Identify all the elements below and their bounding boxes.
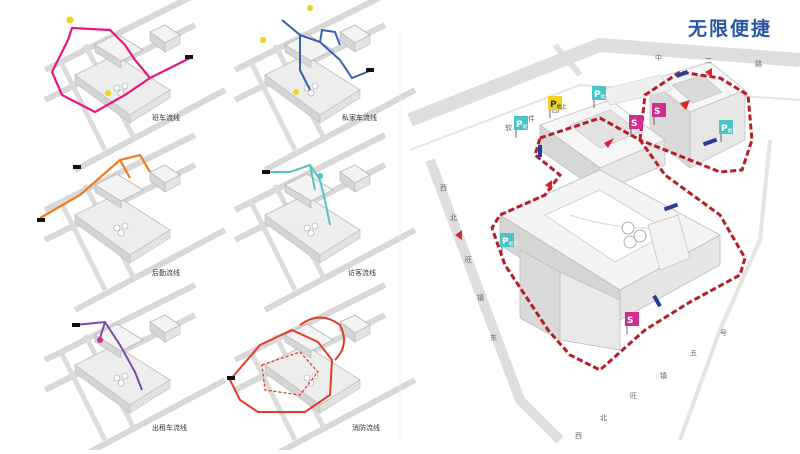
svg-text:件: 件 <box>528 114 535 123</box>
svg-text:二: 二 <box>705 57 712 65</box>
svg-text:旺: 旺 <box>465 256 472 264</box>
car-icon <box>366 68 374 72</box>
panel-shuttle-bus: 班车流线 <box>45 0 225 170</box>
badge-letter: P <box>502 237 509 247</box>
entrance-bar <box>663 202 679 212</box>
fire-loop-main <box>490 116 747 372</box>
stop-marker <box>66 16 74 24</box>
svg-text:路: 路 <box>755 59 762 68</box>
service-badge: S <box>652 103 666 125</box>
panel-label: 班车流线 <box>152 113 180 122</box>
svg-text:西: 西 <box>575 432 582 440</box>
arrow-marker <box>455 230 462 240</box>
entrance-bar <box>702 137 718 147</box>
road-label-west: 西 北 旺 镇 东 <box>440 184 497 342</box>
svg-text:镇: 镇 <box>660 371 667 380</box>
badge-sub: 地下 <box>523 124 533 131</box>
arrow-marker <box>545 180 552 190</box>
entrance-bar <box>538 145 542 157</box>
svg-text:北: 北 <box>450 214 457 222</box>
page-title: 无限便捷 <box>688 18 773 40</box>
stop-marker <box>105 90 111 96</box>
badge-letter: P <box>594 90 601 100</box>
badge-letter: P <box>516 120 523 130</box>
road-east <box>678 139 772 441</box>
panel-logistics: 后勤流线 <box>37 135 225 310</box>
svg-text:北: 北 <box>600 414 607 422</box>
svg-text:五: 五 <box>690 349 697 357</box>
svg-text:号: 号 <box>720 329 727 337</box>
panel-label: 访客流线 <box>348 268 376 277</box>
svg-text:镇: 镇 <box>477 293 484 302</box>
panel-label: 私家车流线 <box>342 113 377 122</box>
panel-visitor: 访客流线 <box>235 135 415 310</box>
entrance-bar <box>652 294 662 308</box>
badge-sub: 地下 <box>728 128 738 135</box>
entrance-bar <box>675 70 689 78</box>
road-label-south: 西 北 旺 镇 五 号 <box>575 329 727 440</box>
road-west <box>425 158 564 444</box>
badge-letter: S <box>627 316 633 326</box>
fire-loop-east <box>638 70 754 174</box>
visitor-route <box>265 163 331 226</box>
bus-icon <box>185 55 193 59</box>
badge-sub: 地下 <box>601 94 611 101</box>
arrow-marker <box>705 68 712 78</box>
badge-sub: 地下 <box>509 241 519 248</box>
panel-private-car: 私家车流线 <box>235 0 415 170</box>
main-site-plan: 软 件 园 中 二 路 西 北 旺 镇 东 西 北 旺 镇 五 号 P地上P地下… <box>407 37 800 444</box>
svg-text:软: 软 <box>505 123 512 132</box>
taxi-route <box>74 320 143 391</box>
badge-letter: S <box>631 119 637 129</box>
panel-fire: 消防流线 <box>227 285 415 450</box>
svg-text:中: 中 <box>655 53 662 62</box>
shuttle-route <box>50 26 191 114</box>
panel-label: 消防流线 <box>352 423 380 432</box>
svg-text:旺: 旺 <box>630 392 637 400</box>
service-badge: S <box>629 115 643 137</box>
private-car-route <box>281 19 373 91</box>
logistics-route <box>39 153 151 219</box>
badge-letter: S <box>654 107 660 117</box>
arrow-marker <box>680 100 690 110</box>
panel-label: 后勤流线 <box>152 268 180 277</box>
road-north <box>407 37 800 127</box>
svg-text:东: 东 <box>490 333 497 342</box>
svg-text:西: 西 <box>440 184 447 192</box>
service-badge: S <box>625 312 639 334</box>
panel-label: 出租车流线 <box>152 423 187 432</box>
badge-sub: 地上 <box>557 104 567 111</box>
panel-taxi: 出租车流线 <box>45 285 225 450</box>
badge-letter: P <box>550 100 557 110</box>
badge-letter: P <box>721 124 728 134</box>
fire-route <box>228 328 334 413</box>
arrow-marker <box>604 138 614 148</box>
